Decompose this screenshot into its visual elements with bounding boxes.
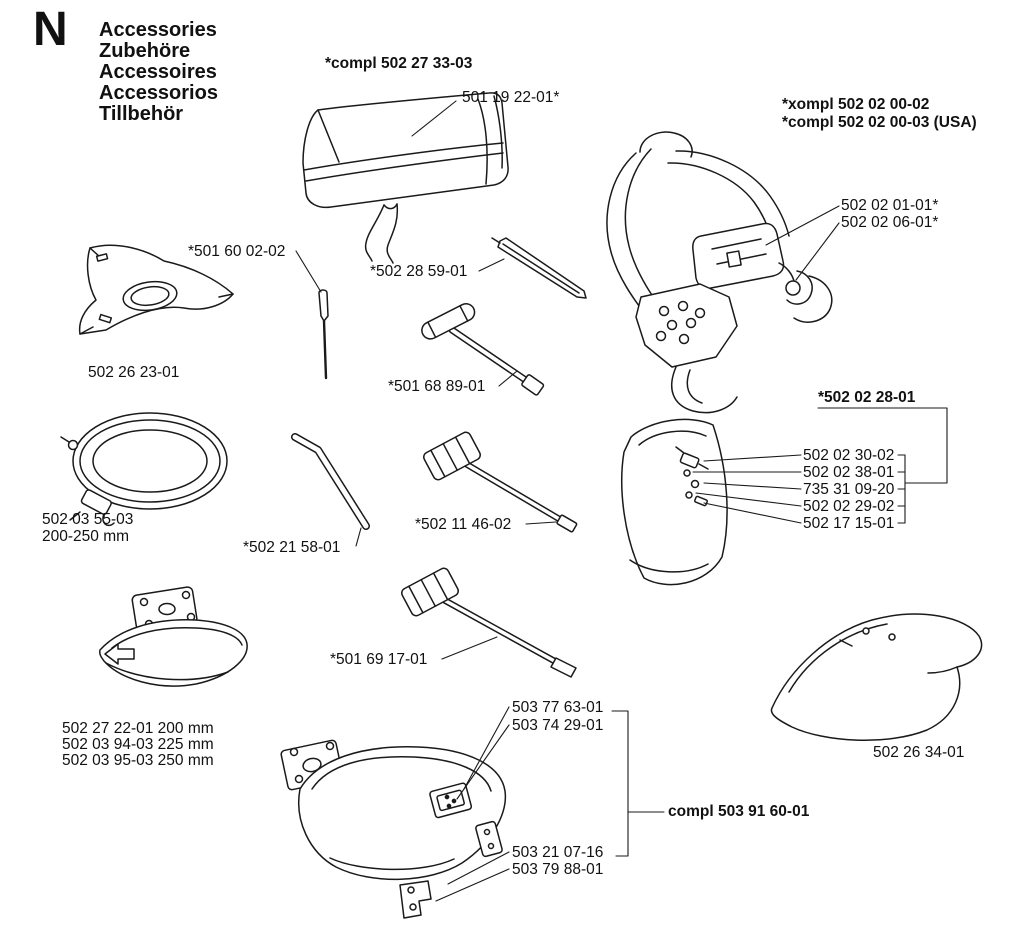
part-label-guard-250mm: 502 03 95-03 250 mm xyxy=(62,752,214,769)
part-label-hip-pad-part-2: 502 02 38-01 xyxy=(803,464,895,481)
part-label-hex-key: *502 21 58-01 xyxy=(243,539,341,556)
part-label-harness-buckle-plate: 502 02 01-01* xyxy=(841,197,939,214)
part-label-hip-pad-part-1: 502 02 30-02 xyxy=(803,447,895,464)
part-label-support-ring-size: 200-250 mm xyxy=(42,528,130,545)
carrying-harness-illustration xyxy=(606,131,833,414)
hip-pad-illustration xyxy=(621,418,728,586)
part-label-guard-bracket-screw: 503 79 88-01 xyxy=(512,861,604,878)
title-es: Accessorios xyxy=(99,82,218,104)
section-letter: N xyxy=(33,3,68,56)
part-label-guard-200mm: 502 27 22-01 200 mm xyxy=(62,720,214,737)
part-label-grass-blade: 502 26 23-01 xyxy=(88,364,180,381)
part-label-hip-pad-complete: *502 02 28-01 xyxy=(818,389,916,406)
part-label-harness-hook: 502 02 06-01* xyxy=(841,214,939,231)
part-label-socket-wrench: *502 11 46-02 xyxy=(415,516,512,533)
guard-small-illustration xyxy=(99,586,248,687)
part-label-guard-assembly-complete: compl 503 91 60-01 xyxy=(668,803,810,820)
part-label-support-ring: 502 03 55-03 xyxy=(42,511,134,528)
part-label-hip-pad-part-3: 735 31 09-20 xyxy=(803,481,895,498)
part-label-guard-225mm: 502 03 94-03 225 mm xyxy=(62,736,214,753)
socket-wrench-illustration xyxy=(423,431,578,533)
support-ring-illustration xyxy=(60,412,228,527)
part-label-guard-decal: 503 74 29-01 xyxy=(512,717,604,734)
grass-blade-illustration xyxy=(78,244,234,335)
title-en: Accessories xyxy=(99,19,217,41)
part-label-pin-tool: *501 60 02-02 xyxy=(188,243,286,260)
pin-tool-illustration xyxy=(318,289,329,380)
section-titles: Accessories Zubehöre Accessoires Accesso… xyxy=(99,20,218,125)
part-label-harness-complete-usa: *compl 502 02 00-03 (USA) xyxy=(782,114,977,131)
round-file-illustration xyxy=(491,237,587,299)
part-label-t-handle-wrench: *501 68 89-01 xyxy=(388,378,486,395)
title-sv: Tillbehör xyxy=(99,103,184,125)
deflector-guard-illustration xyxy=(770,613,983,741)
part-label-tool-pouch-complete: *compl 502 27 33-03 xyxy=(325,55,473,72)
guard-assembly-illustration xyxy=(280,739,507,919)
title-de: Zubehöre xyxy=(99,40,191,62)
combination-wrench-illustration xyxy=(401,567,577,678)
part-label-combination-wrench: *501 69 17-01 xyxy=(330,651,428,668)
hex-key-illustration xyxy=(291,433,370,530)
part-label-hip-pad-part-5: 502 17 15-01 xyxy=(803,515,895,532)
part-label-deflector-guard: 502 26 34-01 xyxy=(873,744,965,761)
leader-lines xyxy=(295,100,948,902)
part-label-round-file: *502 28 59-01 xyxy=(370,263,468,280)
title-fr: Accessoires xyxy=(99,61,217,83)
part-label-hip-pad-part-4: 502 02 29-02 xyxy=(803,498,895,515)
tool-pouch-illustration xyxy=(302,92,509,264)
part-label-guard-plate: 503 77 63-01 xyxy=(512,699,604,716)
part-label-harness-complete: *xompl 502 02 00-02 xyxy=(782,96,930,113)
part-label-tool-pouch: 501 19 22-01* xyxy=(462,89,560,106)
part-label-guard-bracket: 503 21 07-16 xyxy=(512,844,604,861)
t-handle-wrench-illustration xyxy=(421,302,545,396)
